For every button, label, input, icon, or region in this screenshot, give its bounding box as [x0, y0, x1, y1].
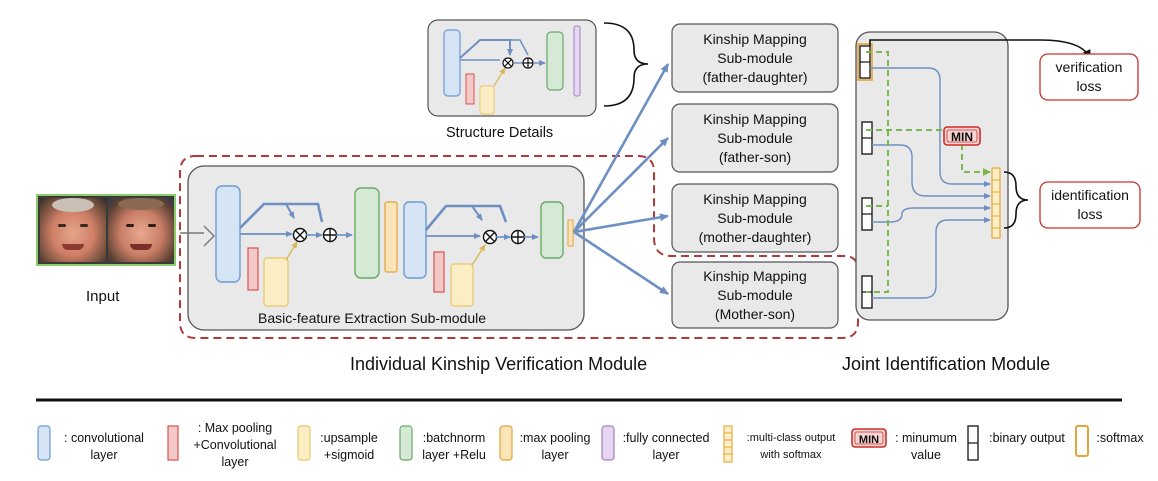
legend-softmax-text: :softmax [1096, 431, 1144, 445]
joint-module-box: MIN [855, 31, 1009, 321]
identification-brace [1003, 171, 1029, 229]
structure-details-box [427, 19, 597, 117]
upsample-block [450, 263, 474, 307]
batchnorm-block [546, 31, 564, 91]
legend-maxpool-text: :max pooling layer [519, 431, 591, 462]
branch-arrows [572, 63, 670, 296]
conv-block [403, 201, 427, 279]
conv-block [215, 185, 241, 283]
individual-module-title: Individual Kinship Verification Module [350, 354, 648, 374]
kinship-box-mother-daughter [671, 183, 839, 253]
basic-feature-label: Basic-feature Extraction Sub-module [258, 310, 486, 326]
maxpool-block [384, 201, 398, 273]
maxpool-block [567, 219, 574, 247]
legend-binary-text: :binary output [989, 431, 1065, 445]
svg-text:MIN: MIN [859, 434, 879, 446]
legend-fc-text: :fully connected layer [622, 431, 710, 462]
kinship-text-father-son: Kinship Mapping Sub-module (father-son) [703, 111, 807, 165]
legend-batchnorm-icon [399, 425, 413, 461]
legend-maxpool-conv-icon [167, 425, 179, 461]
joint-module-title: Joint Identification Module [842, 354, 1051, 374]
kinship-box-mother-son [671, 261, 839, 329]
kinship-text-mother-daughter: Kinship Mapping Sub-module (mother-daugh… [698, 191, 812, 245]
maxpool-conv-block [247, 247, 259, 291]
legend-maxpool-icon [499, 425, 513, 461]
fc-block [573, 25, 581, 97]
kinship-box-father-son [671, 103, 839, 173]
face-photo-child [108, 198, 174, 262]
conv-block [443, 29, 461, 97]
structure-details-label: Structure Details [446, 125, 554, 141]
legend-fc-icon [601, 425, 615, 461]
legend-upsample-text: :upsample +sigmoid [320, 431, 378, 462]
batchnorm-block [354, 187, 380, 279]
input-arrow [180, 225, 215, 247]
face-photo-parent [40, 198, 106, 262]
min-box [943, 126, 981, 146]
legend-conv-icon [37, 425, 51, 461]
legend-multiclass-text: :multi-class output with softmax [746, 432, 836, 461]
structure-brace [603, 22, 649, 107]
verification-loss-text: verification loss [1055, 59, 1123, 94]
upsample-block [263, 257, 289, 307]
verification-loss-box [1039, 53, 1139, 101]
legend-maxpool-conv-text: : Max pooling +Convolutional layer [193, 421, 277, 469]
basic-feature-box [187, 165, 585, 331]
identification-loss-text: identification loss [1051, 187, 1129, 222]
kinship-text-father-daughter: Kinship Mapping Sub-module (father-daugh… [702, 31, 808, 85]
legend-conv-text: : convolutional layer [64, 431, 144, 462]
upsample-block [479, 85, 495, 115]
legend-binary-icon [967, 425, 979, 461]
softmax-outline [857, 43, 873, 81]
batchnorm-block [540, 201, 564, 259]
legend-icons: MIN [37, 425, 1089, 463]
input-label: Input [86, 288, 120, 305]
identification-loss-box [1039, 181, 1141, 229]
maxpool-conv-block [433, 251, 445, 293]
legend-batchnorm-text: :batchnorm layer +Relu [422, 431, 486, 462]
min-label: MIN [951, 130, 973, 144]
kinship-box-father-daughter [671, 23, 839, 93]
kinship-text-mother-son: Kinship Mapping Sub-module (Mother-son) [703, 268, 807, 322]
maxpool-conv-block [465, 73, 475, 105]
legend-upsample-icon [297, 425, 311, 461]
legend-multiclass-icon [723, 425, 733, 463]
multiclass-output [991, 167, 1001, 239]
legend-softmax-icon [1075, 425, 1089, 457]
legend-min-text: : minumum value [895, 431, 957, 462]
input-image [36, 194, 176, 266]
legend-min-icon: MIN [851, 428, 887, 448]
